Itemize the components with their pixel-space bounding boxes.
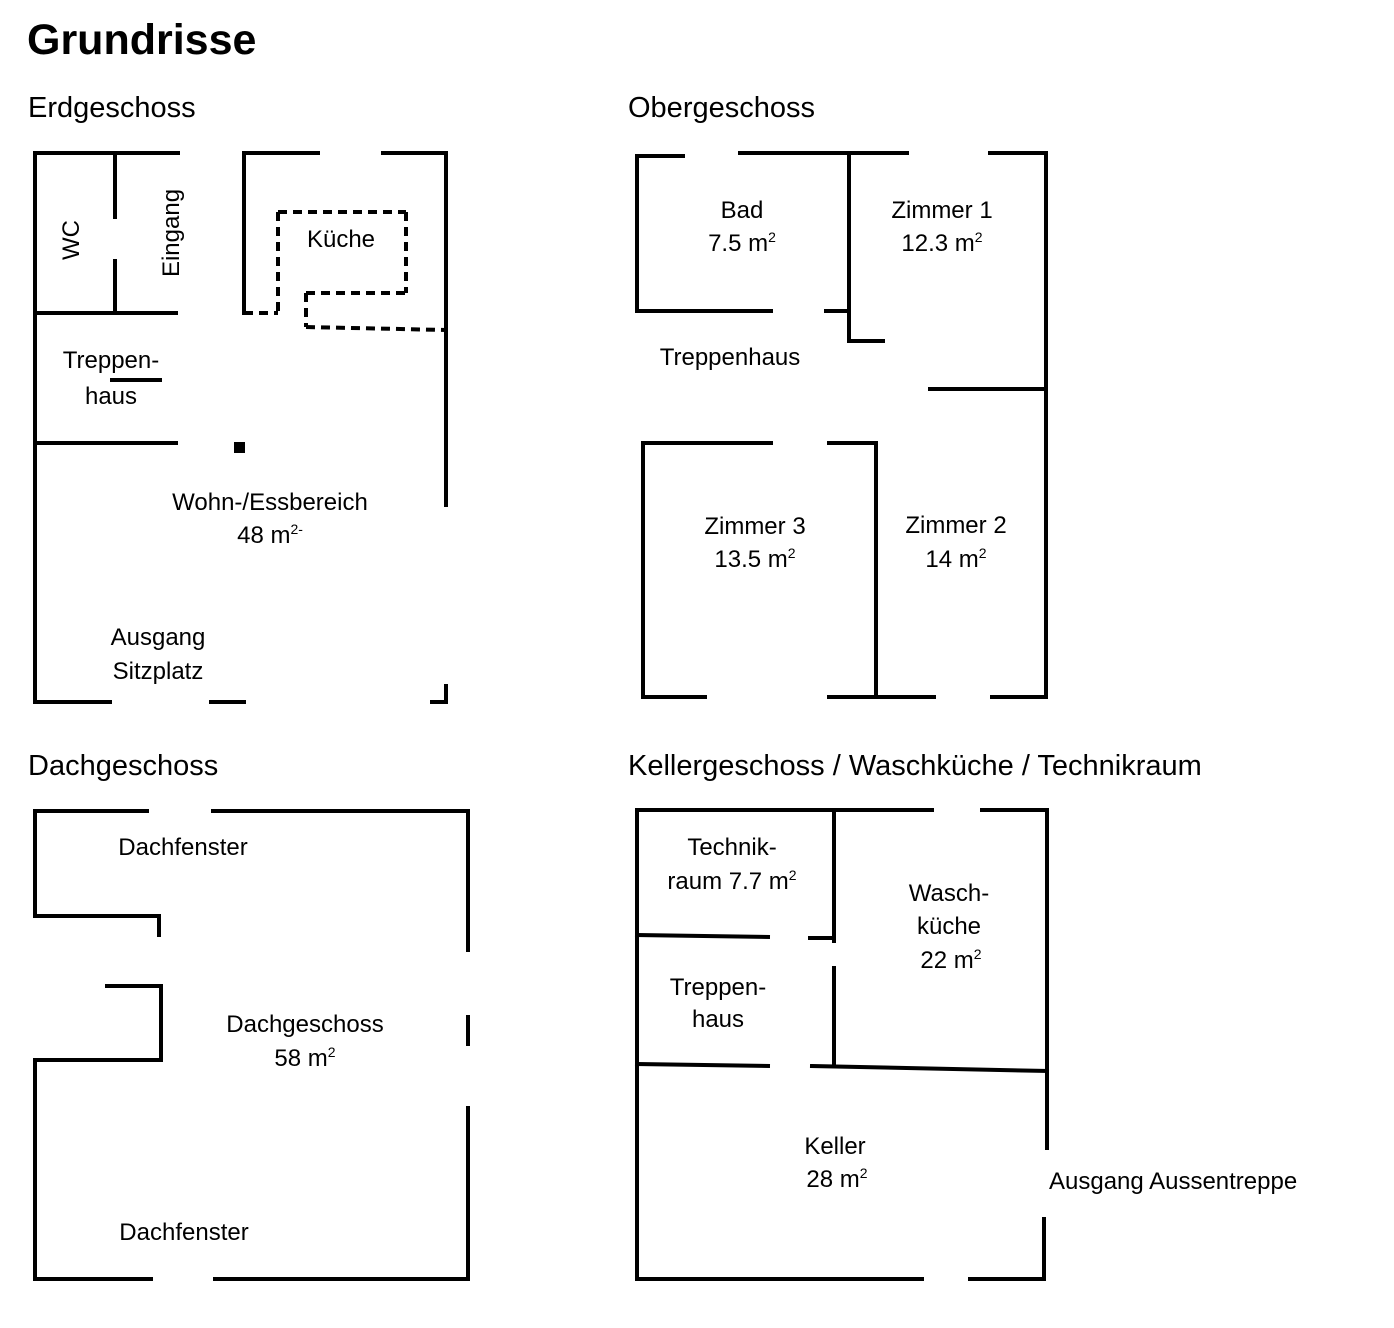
technikraum-label-line2: raum 7.7 m2 [667,867,796,895]
column-marker [234,442,245,453]
treppenhaus-label-line1: Treppen- [63,347,160,374]
zimmer2-area: 14 m2 [925,545,986,573]
keller-label: Keller [804,1133,865,1160]
waschkueche-area: 22 m2 [920,946,981,974]
wohnbereich-area: 48 m2- [237,521,303,549]
bad-label: Bad [721,197,764,224]
treppenhaus-label-line2: haus [85,383,137,410]
treppenhaus-label-line1: Treppen- [670,974,767,1001]
kellergeschoss-plan: Technik- raum 7.7 m2 Wasch- küche 22 m2 … [634,808,1297,1281]
dachgeschoss-title: Dachgeschoss [28,750,219,782]
zimmer1-area: 12.3 m2 [901,229,982,257]
treppenhaus-label-line2: haus [692,1006,744,1033]
waschkueche-label-line1: Wasch- [909,880,989,907]
ausgang-label-line1: Ausgang [111,624,206,651]
kueche-label: Küche [307,226,375,253]
dachfenster-top-label: Dachfenster [118,834,247,861]
bad-area: 7.5 m2 [708,229,776,257]
wohnbereich-label: Wohn-/Essbereich [172,489,368,516]
dachfenster-bottom-label: Dachfenster [119,1219,248,1246]
dachgeschoss-room-label: Dachgeschoss [226,1011,383,1038]
eingang-label: Eingang [158,189,185,277]
zimmer3-label: Zimmer 3 [704,513,805,540]
ausgang-label-line2: Sitzplatz [113,658,204,685]
obergeschoss-title: Obergeschoss [628,92,815,124]
keller-area: 28 m2 [806,1165,867,1193]
erdgeschoss-title: Erdgeschoss [28,92,196,124]
treppenhaus-label: Treppenhaus [660,344,801,371]
zimmer1-label: Zimmer 1 [891,197,992,224]
kellergeschoss-title: Kellergeschoss / Waschküche / Technikrau… [628,750,1202,782]
ausgang-aussentreppe-label: Ausgang Aussentreppe [1049,1168,1297,1195]
dachgeschoss-plan: Dachfenster Dachgeschoss 58 m2 Dachfenst… [33,809,470,1281]
waschkueche-label-line2: küche [917,913,981,940]
dachgeschoss-area: 58 m2 [274,1044,335,1072]
erdgeschoss-plan: WC Eingang Küche Treppen- haus Wohn-/Ess… [33,151,448,704]
obergeschoss-plan: Bad 7.5 m2 Zimmer 1 12.3 m2 Treppenhaus … [635,151,1048,699]
wc-label: WC [58,220,85,260]
page-title: Grundrisse [27,16,257,64]
zimmer2-label: Zimmer 2 [905,512,1006,539]
zimmer3-area: 13.5 m2 [714,545,795,573]
technikraum-label-line1: Technik- [687,834,776,861]
